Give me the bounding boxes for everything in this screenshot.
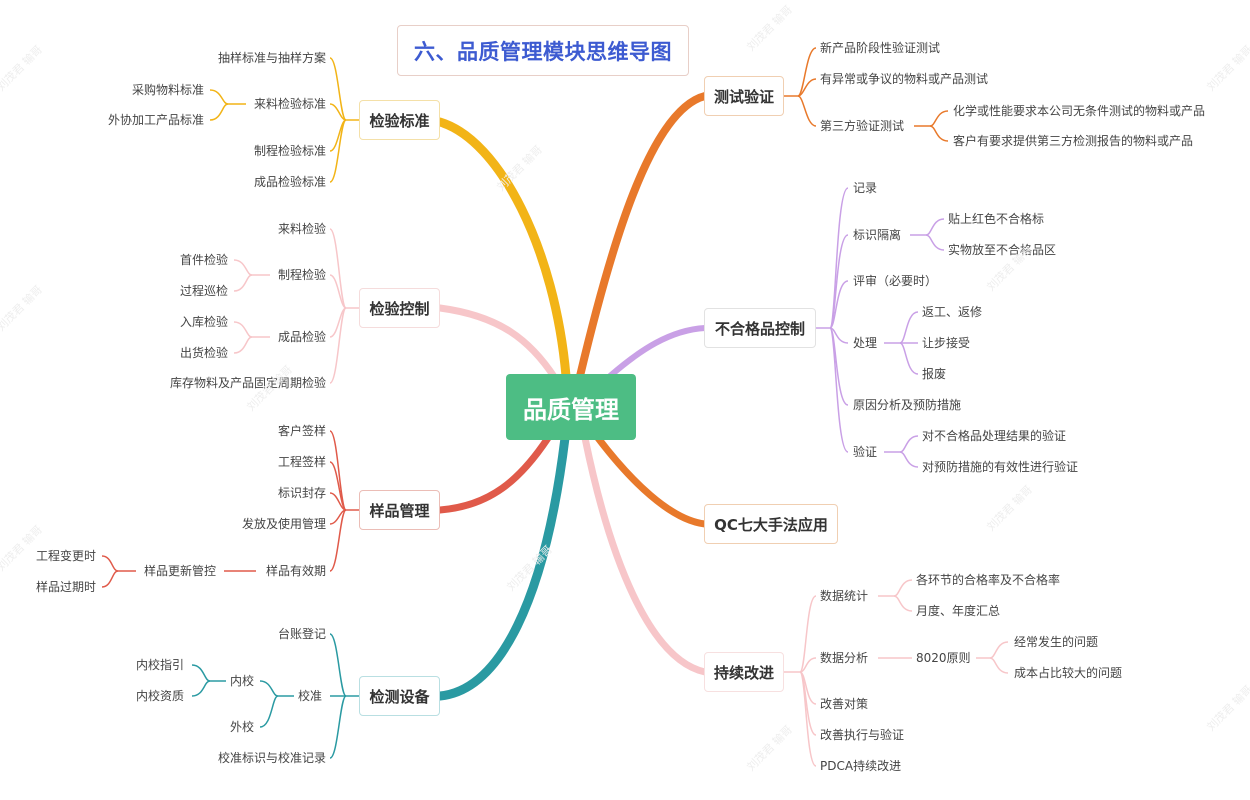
- root-node[interactable]: 品质管理: [506, 374, 636, 440]
- leaf-sampling-standard[interactable]: 抽样标准与抽样方案: [217, 51, 326, 65]
- leaf-customer-sample[interactable]: 客户签样: [277, 424, 326, 438]
- leaf-improvement-execution[interactable]: 改善执行与验证: [820, 728, 905, 742]
- node-test-verification[interactable]: 测试验证: [704, 76, 784, 116]
- node-inspection-control[interactable]: 检验控制: [359, 288, 440, 328]
- leaf-calibration[interactable]: 校准: [297, 689, 322, 703]
- node-sample-management[interactable]: 样品管理: [359, 490, 440, 530]
- node-nonconforming-control[interactable]: 不合格品控制: [704, 308, 816, 348]
- leaf-process-inspection[interactable]: 制程检验: [277, 268, 326, 282]
- leaf-record[interactable]: 记录: [853, 181, 878, 195]
- leaf-new-product-test[interactable]: 新产品阶段性验证测试: [820, 41, 941, 55]
- node-label: 持续改进: [713, 663, 774, 682]
- title-text: 六、品质管理模块思维导图: [414, 39, 672, 64]
- node-inspection-standard[interactable]: 检验标准: [359, 100, 440, 140]
- leaf-calibration-label-record[interactable]: 校准标识与校准记录: [217, 751, 326, 765]
- leaf-identify-isolate[interactable]: 标识隔离: [853, 228, 902, 242]
- leaf-sample-validity[interactable]: 样品有效期: [265, 564, 326, 578]
- leaf-label-seal[interactable]: 标识封存: [277, 486, 326, 500]
- node-continuous-improvement[interactable]: 持续改进: [704, 652, 784, 692]
- mind-map-title: 六、品质管理模块思维导图: [397, 25, 689, 76]
- leaf-issue-usage-management[interactable]: 发放及使用管理: [241, 517, 326, 531]
- leaf-periodic-inventory-inspection[interactable]: 库存物料及产品固定周期检验: [169, 376, 326, 390]
- leaf-abnormal-dispute-test[interactable]: 有异常或争议的物料或产品测试: [820, 72, 989, 86]
- leaf-rework-repair[interactable]: 返工、返修: [922, 305, 983, 319]
- node-label: QC七大手法应用: [714, 515, 828, 534]
- leaf-internal-calibration-guide[interactable]: 内校指引: [135, 658, 184, 672]
- node-label: 检验控制: [369, 299, 430, 318]
- leaf-purchase-material-standard[interactable]: 采购物料标准: [131, 83, 204, 97]
- node-label: 检测设备: [369, 687, 430, 706]
- leaf-sample-expired[interactable]: 样品过期时: [35, 580, 96, 594]
- leaf-engineering-sample[interactable]: 工程签样: [277, 455, 326, 469]
- leaf-disposition[interactable]: 处理: [853, 336, 878, 350]
- leaf-internal-calibration[interactable]: 内校: [229, 674, 254, 688]
- leaf-shipment-inspection[interactable]: 出货检验: [179, 346, 228, 360]
- leaf-high-cost-issues[interactable]: 成本占比较大的问题: [1014, 666, 1123, 680]
- leaf-outsourced-product-standard[interactable]: 外协加工产品标准: [107, 113, 204, 127]
- leaf-third-party-test[interactable]: 第三方验证测试: [820, 119, 905, 133]
- leaf-data-statistics[interactable]: 数据统计: [820, 589, 869, 603]
- leaf-red-label[interactable]: 贴上红色不合格标: [948, 212, 1045, 226]
- leaf-frequent-issues[interactable]: 经常发生的问题: [1014, 635, 1099, 649]
- leaf-first-article-inspection[interactable]: 首件检验: [179, 253, 228, 267]
- node-label: 测试验证: [713, 87, 774, 106]
- root-label: 品质管理: [523, 395, 619, 424]
- node-label: 不合格品控制: [714, 319, 805, 338]
- leaf-pdca[interactable]: PDCA持续改进: [820, 759, 902, 773]
- leaf-data-analysis[interactable]: 数据分析: [820, 651, 869, 665]
- leaf-concession[interactable]: 让步接受: [922, 336, 971, 350]
- leaf-root-cause-prevention[interactable]: 原因分析及预防措施: [853, 398, 962, 412]
- leaf-warehousing-inspection[interactable]: 入库检验: [179, 315, 228, 329]
- node-label: 样品管理: [369, 501, 430, 520]
- leaf-verify-disposition-result[interactable]: 对不合格品处理结果的验证: [922, 429, 1067, 443]
- leaf-patrol-inspection[interactable]: 过程巡检: [179, 284, 228, 298]
- leaf-scrap[interactable]: 报废: [922, 367, 947, 381]
- leaf-nonconforming-area[interactable]: 实物放至不合格品区: [948, 243, 1057, 257]
- node-label: 检验标准: [369, 111, 430, 130]
- leaf-process-inspection-standard[interactable]: 制程检验标准: [253, 144, 326, 158]
- leaf-engineering-change[interactable]: 工程变更时: [35, 549, 96, 563]
- leaf-incoming-inspection[interactable]: 来料检验: [277, 222, 326, 236]
- leaf-incoming-inspection-standard[interactable]: 来料检验标准: [253, 97, 326, 111]
- leaf-verify-prevention-effectiveness[interactable]: 对预防措施的有效性进行验证: [922, 460, 1079, 474]
- leaf-8020-rule[interactable]: 8020原则: [916, 651, 971, 665]
- leaf-final-inspection-standard[interactable]: 成品检验标准: [253, 175, 326, 189]
- leaf-chemical-performance-test[interactable]: 化学或性能要求本公司无条件测试的物料或产品: [953, 104, 1206, 118]
- leaf-customer-third-party-report[interactable]: 客户有要求提供第三方检测报告的物料或产品: [953, 134, 1194, 148]
- node-testing-equipment[interactable]: 检测设备: [359, 676, 440, 716]
- leaf-final-inspection[interactable]: 成品检验: [277, 330, 326, 344]
- leaf-improvement-measures[interactable]: 改善对策: [820, 697, 869, 711]
- leaf-monthly-annual-summary[interactable]: 月度、年度汇总: [916, 604, 1001, 618]
- leaf-sample-update-control[interactable]: 样品更新管控: [143, 564, 216, 578]
- leaf-ledger-registration[interactable]: 台账登记: [277, 627, 326, 641]
- node-qc-tools[interactable]: QC七大手法应用: [704, 504, 838, 544]
- leaf-internal-calibration-qualification[interactable]: 内校资质: [135, 689, 184, 703]
- leaf-review[interactable]: 评审（必要时）: [853, 274, 938, 288]
- leaf-external-calibration[interactable]: 外校: [229, 720, 254, 734]
- leaf-verification[interactable]: 验证: [853, 445, 878, 459]
- leaf-pass-fail-rate[interactable]: 各环节的合格率及不合格率: [916, 573, 1061, 587]
